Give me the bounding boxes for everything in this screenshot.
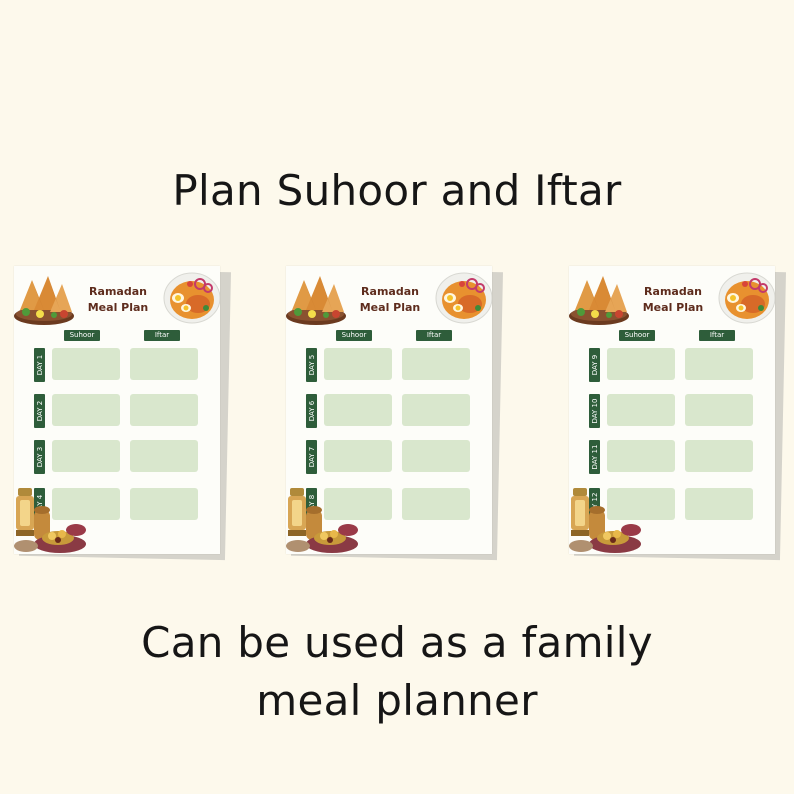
day-row: DAY 5 xyxy=(286,348,492,382)
day-row: DAY 2 xyxy=(14,394,220,428)
lantern-dates-illustration xyxy=(286,488,358,553)
meal-plan-sheet-3: Ramadan Meal Plan Suhoor Iftar DAY 9 DAY… xyxy=(569,266,786,561)
day-row: DAY 7 xyxy=(286,440,492,474)
suhoor-entry-box[interactable] xyxy=(607,348,675,380)
samosa-plate-illustration xyxy=(286,276,346,325)
day-tab: DAY 4 xyxy=(34,488,45,522)
day-tab: DAY 8 xyxy=(306,488,317,522)
column-header-iftar: Iftar xyxy=(144,330,180,341)
suhoor-entry-box[interactable] xyxy=(324,488,392,520)
iftar-entry-box[interactable] xyxy=(130,440,198,472)
iftar-entry-box[interactable] xyxy=(402,394,470,426)
suhoor-entry-box[interactable] xyxy=(52,488,120,520)
column-header-suhoor: Suhoor xyxy=(336,330,372,341)
column-header-iftar: Iftar xyxy=(416,330,452,341)
suhoor-entry-box[interactable] xyxy=(324,348,392,380)
sheet-title: Ramadan Meal Plan xyxy=(359,285,421,314)
samosa-plate-illustration xyxy=(569,276,629,325)
day-label: DAY 10 xyxy=(590,398,599,424)
suhoor-entry-box[interactable] xyxy=(607,488,675,520)
sheet-title: Ramadan Meal Plan xyxy=(642,285,704,314)
sheet-page: Ramadan Meal Plan Suhoor Iftar DAY 9 DAY… xyxy=(569,266,775,554)
day-label: DAY 3 xyxy=(35,446,44,468)
iftar-entry-box[interactable] xyxy=(130,348,198,380)
suhoor-entry-box[interactable] xyxy=(324,394,392,426)
day-tab: DAY 11 xyxy=(589,440,600,474)
iftar-entry-box[interactable] xyxy=(402,440,470,472)
day-row: DAY 9 xyxy=(569,348,775,382)
lantern-dates-illustration xyxy=(569,488,641,553)
day-label: DAY 6 xyxy=(307,400,316,422)
day-row: DAY 8 xyxy=(286,488,492,522)
day-tab: DAY 9 xyxy=(589,348,600,382)
iftar-entry-box[interactable] xyxy=(402,488,470,520)
headline-top: Plan Suhoor and Iftar xyxy=(172,166,622,215)
day-tab: DAY 10 xyxy=(589,394,600,428)
day-row: DAY 11 xyxy=(569,440,775,474)
day-row: DAY 6 xyxy=(286,394,492,428)
meal-plan-sheet-1: Ramadan Meal Plan Suhoor Iftar DAY 1 DAY… xyxy=(14,266,231,561)
day-label: DAY 9 xyxy=(590,354,599,376)
suhoor-entry-box[interactable] xyxy=(52,394,120,426)
iftar-entry-box[interactable] xyxy=(685,488,753,520)
meal-plan-sheet-2: Ramadan Meal Plan Suhoor Iftar DAY 5 DAY… xyxy=(286,266,503,561)
samosa-plate-illustration xyxy=(14,276,74,325)
iftar-dish-illustration xyxy=(163,272,220,324)
day-label: DAY 5 xyxy=(307,354,316,376)
iftar-dish-illustration xyxy=(435,272,492,324)
day-row: DAY 4 xyxy=(14,488,220,522)
suhoor-entry-box[interactable] xyxy=(52,348,120,380)
day-tab: DAY 6 xyxy=(306,394,317,428)
day-tab: DAY 5 xyxy=(306,348,317,382)
iftar-entry-box[interactable] xyxy=(130,394,198,426)
day-row: DAY 1 xyxy=(14,348,220,382)
day-label: DAY 2 xyxy=(35,400,44,422)
column-header-iftar: Iftar xyxy=(699,330,735,341)
iftar-entry-box[interactable] xyxy=(130,488,198,520)
iftar-entry-box[interactable] xyxy=(685,440,753,472)
sheet-page: Ramadan Meal Plan Suhoor Iftar DAY 1 DAY… xyxy=(14,266,220,554)
day-label: DAY 7 xyxy=(307,446,316,468)
suhoor-entry-box[interactable] xyxy=(52,440,120,472)
lantern-dates-illustration xyxy=(14,488,86,553)
day-tab: DAY 12 xyxy=(589,488,600,522)
day-tab: DAY 7 xyxy=(306,440,317,474)
column-header-suhoor: Suhoor xyxy=(619,330,655,341)
day-row: DAY 12 xyxy=(569,488,775,522)
iftar-entry-box[interactable] xyxy=(402,348,470,380)
day-row: DAY 10 xyxy=(569,394,775,428)
day-tab: DAY 1 xyxy=(34,348,45,382)
day-row: DAY 3 xyxy=(14,440,220,474)
iftar-dish-illustration xyxy=(718,272,775,324)
iftar-entry-box[interactable] xyxy=(685,348,753,380)
day-tab: DAY 3 xyxy=(34,440,45,474)
day-tab: DAY 2 xyxy=(34,394,45,428)
suhoor-entry-box[interactable] xyxy=(607,440,675,472)
column-header-suhoor: Suhoor xyxy=(64,330,100,341)
suhoor-entry-box[interactable] xyxy=(324,440,392,472)
day-label: DAY 1 xyxy=(35,354,44,376)
sheet-page: Ramadan Meal Plan Suhoor Iftar DAY 5 DAY… xyxy=(286,266,492,554)
suhoor-entry-box[interactable] xyxy=(607,394,675,426)
iftar-entry-box[interactable] xyxy=(685,394,753,426)
sheet-title: Ramadan Meal Plan xyxy=(87,285,149,314)
day-label: DAY 11 xyxy=(590,444,599,470)
